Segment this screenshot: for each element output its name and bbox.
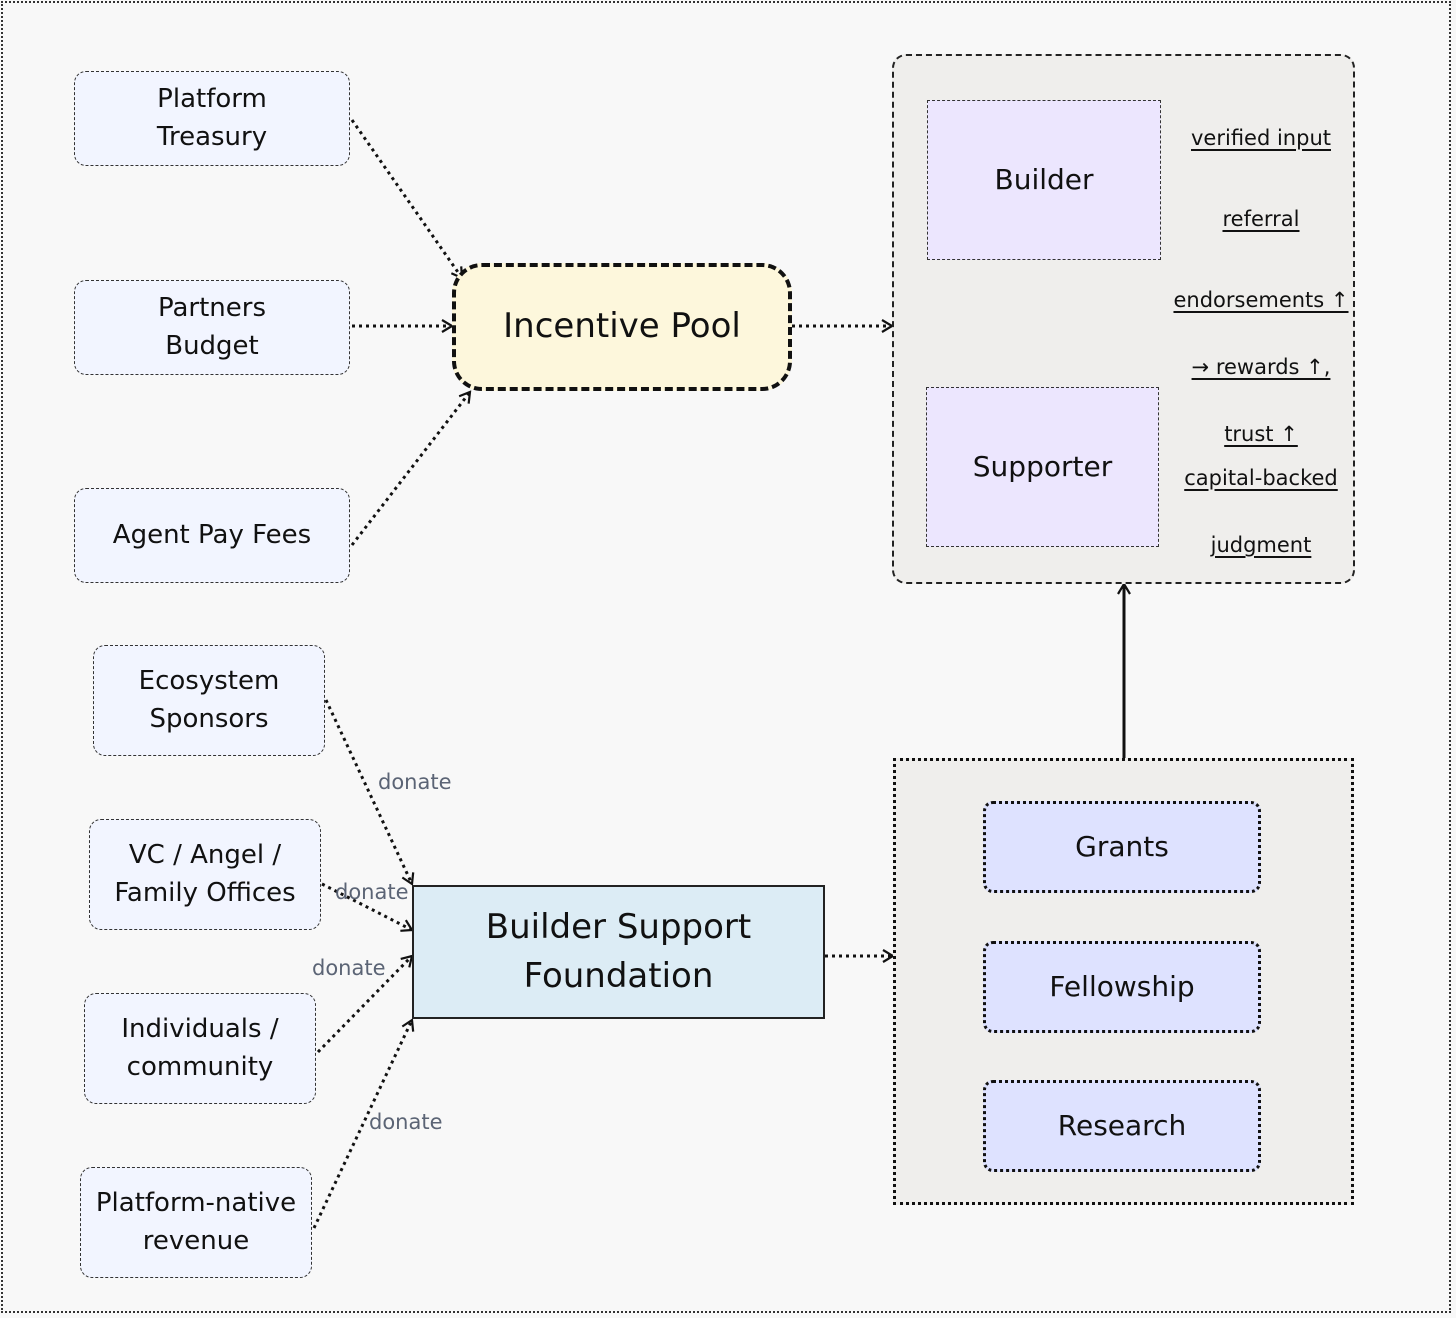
source-platform-native-revenue[interactable]: Platform-native revenue (80, 1167, 312, 1278)
note-trust: trust ↑ (1224, 422, 1298, 447)
source-label: Individuals / community (121, 1013, 279, 1082)
note-rewards: → rewards ↑, (1191, 355, 1331, 380)
role-label: Supporter (972, 449, 1113, 483)
program-label: Grants (1075, 829, 1169, 863)
foundation-label: Builder Support Foundation (485, 906, 752, 996)
source-agent-pay-fees[interactable]: Agent Pay Fees (74, 488, 350, 583)
program-label: Fellowship (1049, 969, 1195, 1003)
note-endorsements: endorsements ↑ (1173, 287, 1349, 312)
source-label: Platform-native revenue (95, 1187, 297, 1256)
note-capital-backed: capital-backed (1184, 465, 1338, 490)
builder-notes: verified input referral endorsements ↑ →… (1166, 88, 1356, 486)
program-label: Research (1057, 1108, 1187, 1142)
program-fellowship[interactable]: Fellowship (983, 941, 1261, 1033)
source-label: Ecosystem Sponsors (138, 665, 280, 734)
source-ecosystem-sponsors[interactable]: Ecosystem Sponsors (93, 645, 325, 756)
edge-label-donate: donate (369, 1110, 443, 1134)
supporter-notes: capital-backed judgment (1166, 428, 1356, 596)
note-judgment: judgment (1210, 532, 1312, 557)
incentive-pool[interactable]: Incentive Pool (452, 263, 792, 391)
incentive-pool-label: Incentive Pool (503, 306, 741, 347)
role-supporter[interactable]: Supporter (926, 387, 1159, 547)
source-platform-treasury[interactable]: Platform Treasury (74, 71, 350, 166)
role-label: Builder (994, 162, 1094, 196)
note-verified-input: verified input (1191, 125, 1331, 150)
source-vc-angel-family-offices[interactable]: VC / Angel / Family Offices (89, 819, 321, 930)
source-label: Partners Budget (157, 292, 267, 361)
program-research[interactable]: Research (983, 1080, 1261, 1172)
builder-support-foundation[interactable]: Builder Support Foundation (412, 885, 825, 1019)
program-grants[interactable]: Grants (983, 801, 1261, 893)
edge-label-donate: donate (378, 770, 452, 794)
source-label: Agent Pay Fees (112, 519, 312, 550)
note-referral: referral (1222, 206, 1300, 231)
source-individuals-community[interactable]: Individuals / community (84, 993, 316, 1104)
edge-label-donate: donate (312, 956, 386, 980)
edge-label-donate: donate (335, 880, 409, 904)
source-label: VC / Angel / Family Offices (114, 839, 296, 908)
role-builder[interactable]: Builder (927, 100, 1161, 260)
source-label: Platform Treasury (156, 83, 268, 152)
source-partners-budget[interactable]: Partners Budget (74, 280, 350, 375)
